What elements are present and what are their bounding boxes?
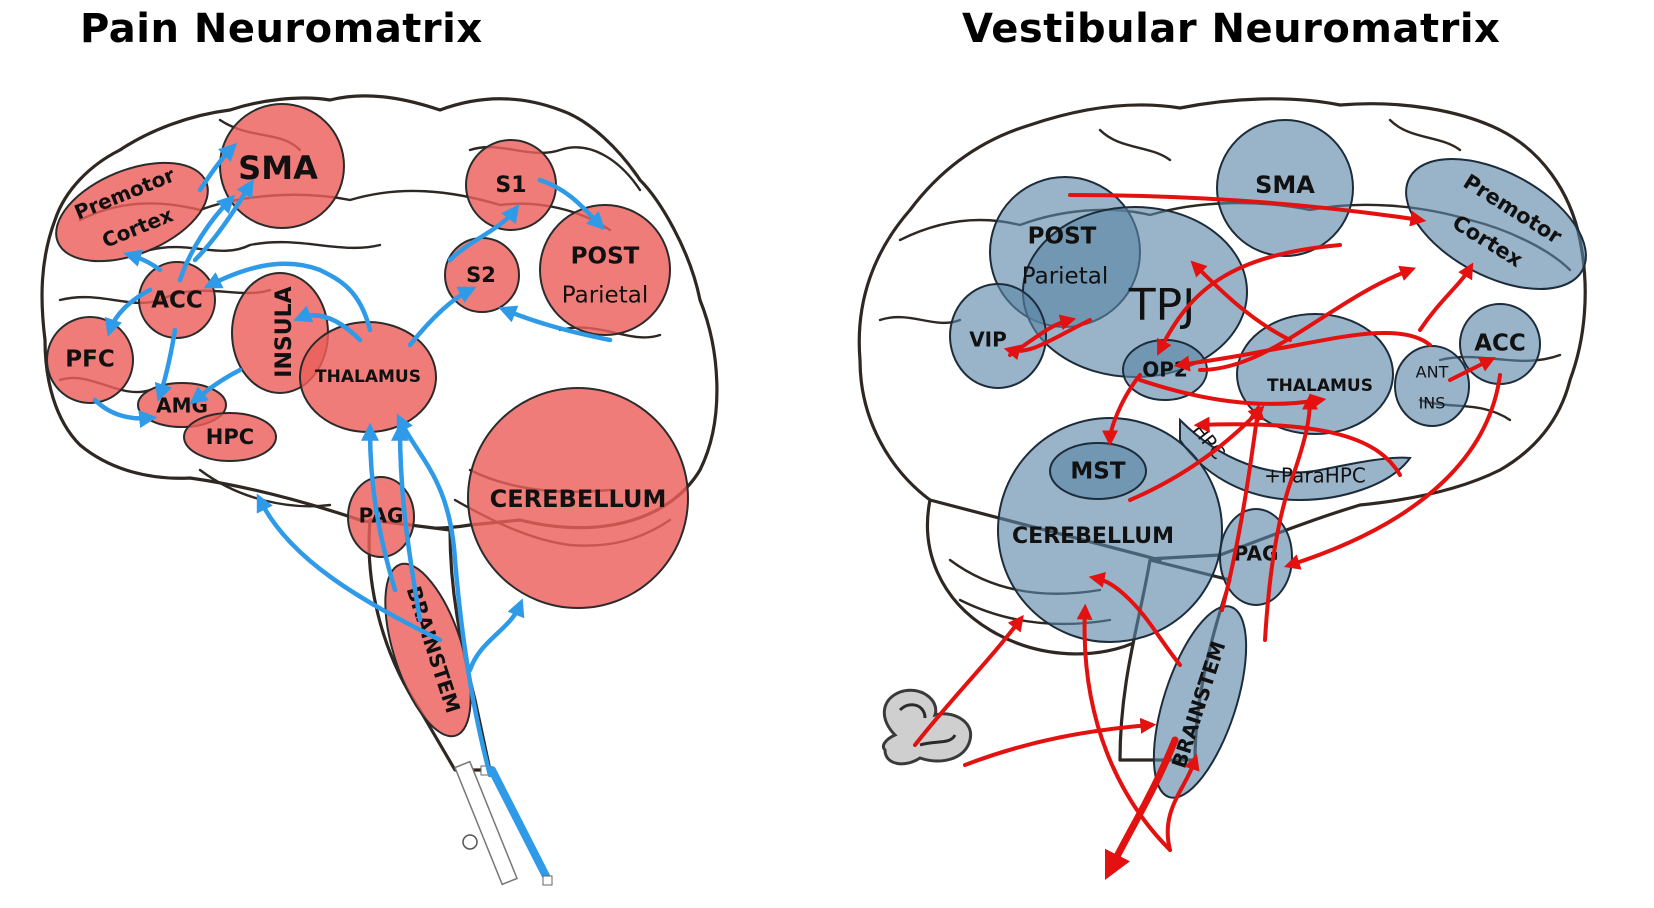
vest-sma-region: [1216, 119, 1354, 257]
pain-brainstem-region: [384, 562, 472, 738]
pain-cerebellum-region: [467, 387, 689, 609]
vest-arrow: [1418, 262, 1474, 332]
pain-arrow: [467, 598, 525, 673]
vest-vip-label: VIP: [969, 328, 1007, 352]
pain-pfc-region: [46, 316, 134, 404]
vest-arrow: [1190, 260, 1292, 342]
vest-mst-region: [1049, 442, 1147, 500]
vest-arrow: [1088, 572, 1182, 667]
pain-arrow: [104, 287, 153, 337]
pain-arrow: [407, 286, 477, 348]
vest-vip-region: [949, 283, 1047, 389]
pain-arrow: [192, 178, 254, 263]
vest-arrow: [1165, 753, 1200, 852]
vest-sma-label: SMA: [1255, 171, 1315, 199]
pain-acc-region: [138, 261, 216, 339]
spinal-input-line: [488, 766, 552, 884]
pain-arrow: [537, 177, 606, 231]
pain-brain-fold: [148, 240, 382, 252]
rotate-handle-icon: [462, 834, 478, 850]
vestibular-brain-fold: [1388, 118, 1462, 152]
vest-tpj-label: TPJ: [1128, 280, 1195, 331]
vest-mst-label: MST: [1070, 459, 1125, 485]
vest-ant-label: ANT: [1416, 363, 1449, 382]
pain-sma-label: SMA: [238, 149, 318, 187]
vestibular-arrows: [913, 193, 1502, 881]
vest-parietal-label: Parietal: [1022, 264, 1108, 290]
pain-pfc-label: PFC: [65, 347, 114, 373]
vest-ant-ins-region: [1394, 345, 1470, 427]
pain-arrow: [498, 305, 613, 343]
pain-arrow: [361, 422, 398, 593]
pain-s2-label: S2: [466, 263, 496, 287]
vest-arrow: [1220, 403, 1265, 612]
vest-arrow: [1283, 373, 1502, 570]
pain-s1-label: S1: [495, 173, 526, 198]
selection-handle: [542, 875, 553, 886]
vest-arrow: [1173, 330, 1432, 372]
vest-arrow: [1102, 373, 1142, 447]
pain-cerebellum-label: CEREBELLUM: [490, 485, 667, 513]
pain-parietal-label: Parietal: [562, 283, 648, 309]
vest-arrow: [1003, 318, 1092, 361]
vest-arrow: [1076, 603, 1172, 852]
pain-pag-region: [347, 476, 415, 558]
pain-arrow: [189, 367, 243, 405]
pain-arrow: [447, 204, 520, 263]
vestibular-neuromatrix-title: Vestibular Neuromatrix: [962, 6, 1501, 52]
vest-arrow: [1198, 265, 1416, 372]
pain-arrow: [123, 249, 163, 273]
vest-arrow: [1157, 243, 1342, 356]
vest-op2-label: OP2: [1142, 358, 1188, 382]
pain-arrow: [396, 413, 493, 778]
vest-acc-label: ACC: [1474, 331, 1526, 357]
vest-arrow: [1068, 193, 1427, 227]
pain-spinal-input: [454, 760, 553, 886]
pain-neuromatrix-title: Pain Neuromatrix: [80, 6, 483, 52]
pain-arrow: [391, 422, 423, 623]
pain-arrow: [92, 397, 158, 429]
spinal-cord-frame: [454, 760, 518, 886]
vest-ins-label: INS: [1419, 394, 1446, 413]
pain-hpc-label: HPC: [206, 425, 254, 449]
pain-arrow: [203, 261, 373, 333]
vest-arrow: [913, 614, 1024, 747]
pain-arrow: [293, 305, 363, 343]
pain-arrows: [92, 142, 613, 778]
vest-arrow: [1104, 736, 1179, 881]
pain-post-parietal-region: [539, 204, 671, 336]
vest-hpc-parahpc-region: [1179, 417, 1412, 502]
pain-arrow: [197, 142, 238, 193]
pain-insula-label: INSULA: [272, 286, 297, 377]
vest-para-hpc-label: +ParaHPC: [1264, 464, 1366, 488]
vest-thalamus-label: THALAMUS: [1267, 376, 1373, 396]
pain-acc-label: ACC: [151, 288, 203, 314]
pain-post-label: POST: [571, 244, 640, 270]
pain-arrow: [154, 327, 178, 402]
pain-arrow: [177, 194, 236, 283]
pain-thalamus-label: THALAMUS: [315, 367, 421, 387]
vest-arrow: [1138, 378, 1327, 410]
vest-post-label: POST: [1028, 224, 1097, 250]
pain-pag-label: PAG: [359, 504, 404, 528]
vest-brainstem-region: [1152, 605, 1248, 799]
vest-arrow: [1448, 357, 1496, 382]
vest-arrow: [1263, 393, 1318, 642]
vest-arrow: [963, 717, 1157, 767]
vest-cerebellum-label: CEREBELLUM: [1012, 524, 1174, 549]
vestibular-brain-fold: [1098, 128, 1172, 162]
pain-arrow: [256, 493, 443, 643]
vest-arrow: [1128, 405, 1265, 502]
pain-hpc-region: [183, 412, 277, 462]
